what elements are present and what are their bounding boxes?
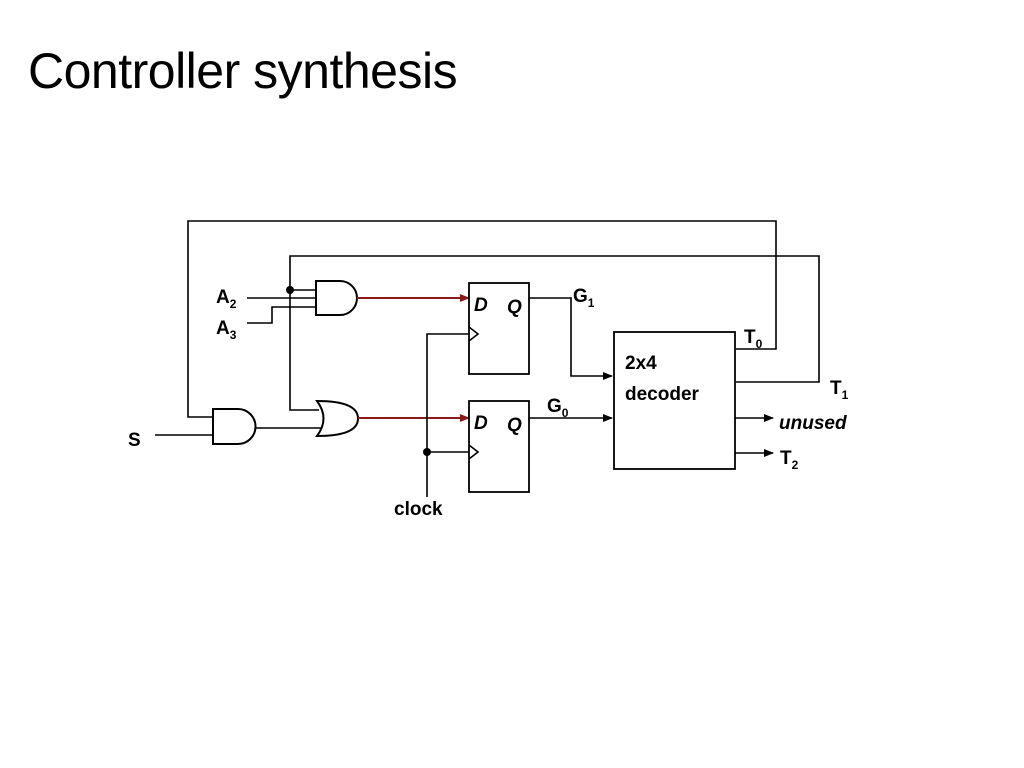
label-unused: unused bbox=[779, 413, 847, 434]
junction-dot-clock bbox=[423, 448, 431, 456]
or-gate bbox=[315, 399, 360, 438]
flipflop-bottom bbox=[468, 400, 530, 493]
junction-dot-t1 bbox=[286, 286, 294, 294]
and-gate-bottom bbox=[212, 408, 257, 445]
wire-g1 bbox=[529, 297, 613, 380]
label-decoder-line2: decoder bbox=[625, 384, 700, 405]
label-g1: G1 bbox=[573, 286, 595, 310]
label-g0: G0 bbox=[547, 396, 569, 420]
wire-a3 bbox=[247, 306, 316, 324]
feedback-wire-t0 bbox=[187, 220, 777, 418]
slide-title: Controller synthesis bbox=[28, 43, 458, 99]
label-decoder-line1: 2x4 bbox=[625, 353, 657, 374]
label-a3: A3 bbox=[216, 318, 237, 342]
and-gate-top bbox=[315, 280, 358, 316]
feedback-wire-t1 bbox=[289, 255, 820, 411]
wire-clock bbox=[426, 333, 468, 497]
clock-triangle-top bbox=[468, 326, 480, 342]
label-a2: A2 bbox=[216, 287, 237, 311]
label-ff-top-d: D bbox=[474, 295, 488, 316]
flipflop-top bbox=[468, 282, 530, 375]
label-ff-bottom-d: D bbox=[474, 413, 488, 434]
label-s: S bbox=[128, 430, 141, 451]
label-t1: T1 bbox=[830, 378, 849, 402]
clock-triangle-bottom bbox=[468, 444, 480, 460]
label-ff-bottom-q: Q bbox=[507, 415, 522, 436]
label-t2: T2 bbox=[780, 448, 799, 472]
decoder-box bbox=[613, 331, 736, 470]
label-t0: T0 bbox=[744, 327, 763, 351]
label-clock: clock bbox=[394, 499, 443, 520]
label-ff-top-q: Q bbox=[507, 297, 522, 318]
